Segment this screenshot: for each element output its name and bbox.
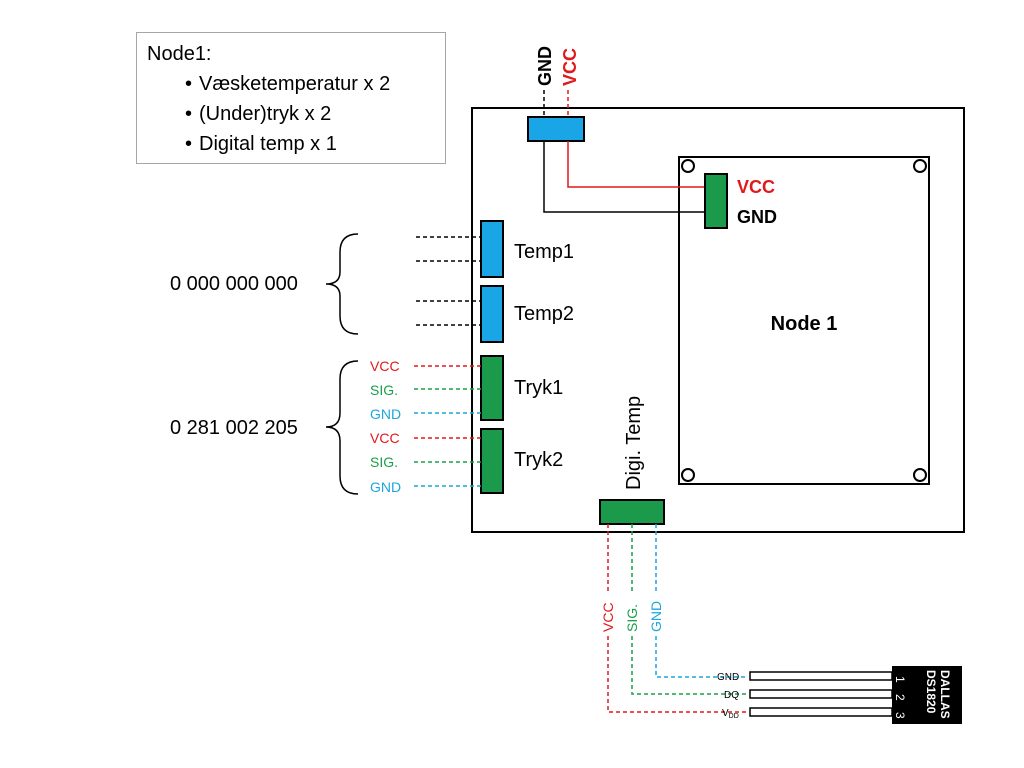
- main-board: [471, 107, 965, 533]
- gnd-wire: [543, 141, 705, 213]
- info-list: Væsketemperatur x 2 (Under)tryk x 2 Digi…: [147, 69, 435, 159]
- sensor-pin-number: 1: [893, 676, 907, 683]
- tryk1-gnd-label: GND: [370, 406, 401, 422]
- label-background: [624, 592, 638, 636]
- temp2-connector: [480, 285, 504, 343]
- tryk2-gnd-label: GND: [370, 479, 401, 495]
- info-item: Væsketemperatur x 2: [185, 69, 435, 99]
- sensor-model: DS1820: [924, 670, 938, 714]
- mounting-hole: [681, 468, 695, 482]
- vcc-wire: [567, 141, 705, 188]
- tryk-part-number: 0 281 002 205: [170, 417, 298, 439]
- digi-vcc-wire: [607, 524, 748, 713]
- tryk1-connector: [480, 355, 504, 421]
- node-power-connector: [704, 173, 728, 229]
- tryk2-connector: [480, 428, 504, 494]
- sensor-pin-number: 3: [893, 712, 907, 719]
- mounting-hole: [913, 159, 927, 173]
- node-vcc-label: VCC: [737, 177, 775, 197]
- temp-part-number: 0 000 000 000: [170, 273, 298, 295]
- tryk2-label: Tryk2: [514, 449, 563, 471]
- mounting-hole: [913, 468, 927, 482]
- tryk1-label: Tryk1: [514, 377, 563, 399]
- digi-gnd-wire: [655, 524, 748, 678]
- info-item: Digital temp x 1: [185, 129, 435, 159]
- sensor-pin: [749, 689, 893, 699]
- sensor-dq-label: DQ: [724, 690, 739, 701]
- digi-sig-wire: [631, 524, 748, 695]
- sensor-pin: [749, 707, 893, 717]
- sensor-gnd-label: GND: [717, 672, 739, 683]
- temp2-label: Temp2: [514, 303, 574, 325]
- tryk-brace: [325, 360, 359, 495]
- sensor-brand: DALLAS: [938, 670, 952, 719]
- sensor-body: [892, 666, 962, 724]
- info-item: (Under)tryk x 2: [185, 99, 435, 129]
- mounting-hole: [681, 159, 695, 173]
- digi-gnd-label: GND: [648, 601, 664, 632]
- tryk2-vcc-label: VCC: [370, 430, 400, 446]
- digi-temp-connector: [599, 499, 665, 525]
- temp1-connector: [480, 220, 504, 278]
- digi-sig-label: SIG.: [624, 604, 640, 632]
- node-board-label: Node 1: [771, 313, 838, 335]
- tryk1-vcc-label: VCC: [370, 358, 400, 374]
- temp-brace: [325, 233, 359, 335]
- digi-temp-label: Digi. Temp: [623, 396, 645, 490]
- label-background: [648, 592, 662, 636]
- power-gnd-label: GND: [535, 46, 555, 86]
- sensor-vdd-label: VDD: [722, 708, 739, 720]
- sensor-pin-number: 2: [893, 694, 907, 701]
- digi-vcc-label: VCC: [600, 602, 616, 632]
- temp1-label: Temp1: [514, 241, 574, 263]
- power-vcc-label: VCC: [560, 48, 580, 86]
- sensor-pin: [749, 671, 893, 681]
- label-background: [600, 592, 614, 636]
- node-gnd-label: GND: [737, 207, 777, 227]
- node-board: [678, 156, 930, 485]
- info-title: Node1:: [147, 43, 212, 65]
- tryk1-sig-label: SIG.: [370, 382, 398, 398]
- tryk2-sig-label: SIG.: [370, 454, 398, 470]
- power-connector: [527, 116, 585, 142]
- info-box: Node1: Væsketemperatur x 2 (Under)tryk x…: [136, 32, 446, 164]
